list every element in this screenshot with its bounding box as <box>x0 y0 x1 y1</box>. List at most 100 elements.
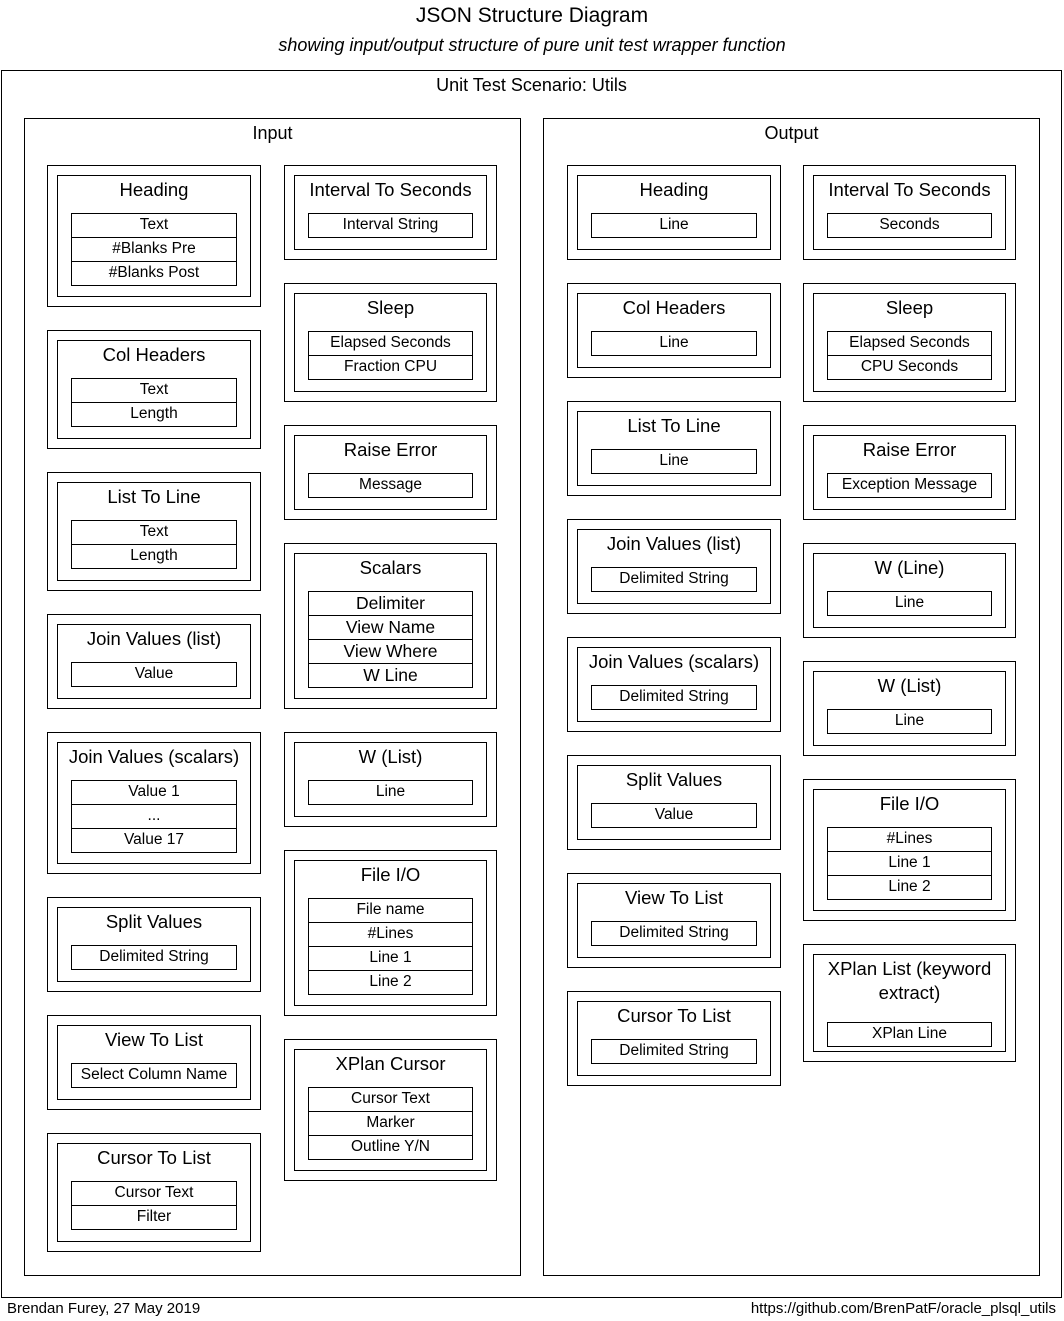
input-cursor-to-list-title: Cursor To List <box>97 1147 211 1168</box>
output-w-list-fields: Line <box>827 709 992 734</box>
output-col-headers-fields: Line <box>591 331 757 356</box>
input-cursor-to-list-field: Cursor Text <box>72 1182 236 1206</box>
input-raise-error-title: Raise Error <box>343 439 438 460</box>
scenario-box: Unit Test Scenario: Utils <box>1 70 1062 1298</box>
output-sleep-title: Sleep <box>885 297 934 318</box>
input-col-headers-field: Text <box>72 379 236 403</box>
diagram-subtitle: showing input/output structure of pure u… <box>278 35 786 55</box>
output-list-to-line-title: List To Line <box>627 415 721 436</box>
input-scalars-field: View Where <box>309 640 472 664</box>
output-join-values-list-group: Join Values (list)Delimited String <box>567 519 781 614</box>
input-view-to-list-fields: Select Column Name <box>71 1063 237 1088</box>
output-xplan-list-keyword-extract-group: XPlan List (keyword extract)XPlan Line <box>803 944 1016 1062</box>
output-view-to-list-title: View To List <box>624 887 724 908</box>
output-file-i-o-field: Line 1 <box>828 852 991 876</box>
output-list-to-line-fields: Line <box>591 449 757 474</box>
output-file-i-o-title: File I/O <box>879 793 940 814</box>
input-join-values-list-field: Value <box>134 665 174 682</box>
input-file-i-o-title: File I/O <box>360 864 421 885</box>
output-raise-error-field: Exception Message <box>841 476 978 493</box>
input-sleep-field: Elapsed Seconds <box>309 332 472 356</box>
input-interval-to-seconds-fields: Interval String <box>308 213 473 238</box>
input-w-list-field: Line <box>375 783 406 800</box>
input-raise-error-fields: Message <box>308 473 473 498</box>
input-scalars-field: View Name <box>309 616 472 640</box>
input-join-values-list-title: Join Values (list) <box>86 628 222 649</box>
scenario-label: Unit Test Scenario: Utils <box>436 75 627 95</box>
output-w-line-group-inner: W (Line) Line <box>813 553 1006 628</box>
repo-url: https://github.com/BrenPatF/oracle_plsql… <box>750 1300 1056 1317</box>
output-col-headers-field: Line <box>659 334 689 351</box>
output-split-values-fields: Value <box>591 803 757 828</box>
output-split-values-title: Split Values <box>625 769 723 790</box>
input-col-headers-title: Col Headers <box>102 344 206 365</box>
input-xplan-cursor-field: Cursor Text <box>309 1088 472 1112</box>
input-raise-error-field: Message <box>359 476 422 493</box>
output-join-values-list-title: Join Values (list) <box>606 533 742 554</box>
input-panel: Input <box>24 118 521 1276</box>
output-join-values-scalars-title: Join Values (scalars) <box>588 651 760 672</box>
input-heading-fields: Text#Blanks Pre#Blanks Post <box>71 213 237 286</box>
input-interval-to-seconds-title: Interval To Seconds <box>309 179 472 200</box>
output-w-line-title: W (Line) <box>874 557 945 578</box>
output-raise-error-fields: Exception Message <box>827 473 992 498</box>
input-file-i-o-field: Line 2 <box>369 973 412 990</box>
input-list-to-line-title: List To Line <box>107 486 201 507</box>
input-join-values-scalars-group: Join Values (scalars)Value 1...Value 17 <box>47 732 261 874</box>
output-xplan-list-keyword-extract-fields: XPlan Line <box>827 1022 992 1047</box>
output-join-values-scalars-field: Delimited String <box>619 688 729 705</box>
input-interval-to-seconds-field: Interval String <box>342 216 439 233</box>
output-heading-field: Line <box>659 216 689 233</box>
input-w-list-fields: Line <box>308 780 473 805</box>
input-join-values-scalars-field: Value 1 <box>72 781 236 805</box>
output-interval-to-seconds-field: Seconds <box>879 216 940 233</box>
output-list-to-line-field: Line <box>659 452 689 469</box>
input-heading-field: Text <box>72 214 236 238</box>
output-view-to-list-field: Delimited String <box>619 924 729 941</box>
output-interval-to-seconds-fields: Seconds <box>827 213 992 238</box>
input-split-values-fields: Delimited String <box>71 945 237 970</box>
input-xplan-cursor-field: Outline Y/N <box>351 1138 430 1155</box>
output-w-list-title: W (List) <box>877 675 942 696</box>
output-view-to-list-fields: Delimited String <box>591 921 757 946</box>
output-join-values-scalars-group-inner: Join Values (scalars) Delimited String <box>577 647 771 722</box>
output-panel-label: Output <box>764 123 819 143</box>
output-w-line-group: W (Line) Line <box>803 543 1016 638</box>
output-w-line-field: Line <box>894 594 925 611</box>
output-w-line-fields: Line <box>827 591 992 616</box>
output-cursor-to-list-field: Delimited String <box>619 1042 729 1059</box>
input-sleep-field: Fraction CPU <box>343 358 438 375</box>
input-list-to-line-field: Length <box>130 547 178 564</box>
input-file-i-o-field: Line 1 <box>309 947 472 971</box>
input-join-values-scalars-field: ... <box>72 805 236 829</box>
output-join-values-list-group-inner: Join Values (list)Delimited String <box>577 529 771 604</box>
input-xplan-cursor-field: Marker <box>309 1112 472 1136</box>
input-join-values-list-group: Join Values (list) Value <box>47 614 261 709</box>
input-file-i-o-field: #Lines <box>309 923 472 947</box>
